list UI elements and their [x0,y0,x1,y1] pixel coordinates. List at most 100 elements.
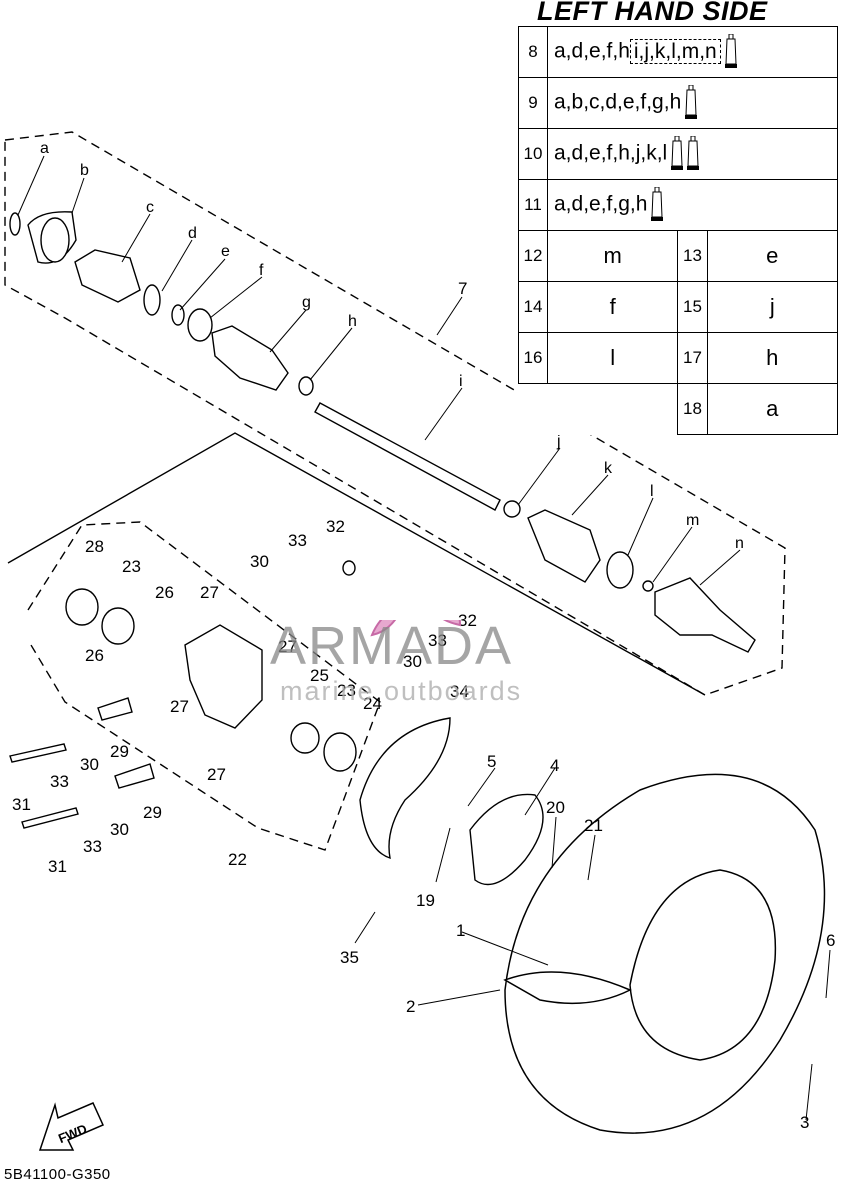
knuckle [184,624,263,729]
callout-23: 23 [122,557,141,576]
knuckle-parts [9,560,544,886]
wheel-assembly [503,773,826,1134]
legend-title: LEFT HAND SIDE [537,0,768,26]
legend-num: 8 [518,26,548,78]
legend-parts: a,b,c,d,e,f,g,h [554,90,682,114]
legend-part: a [706,383,839,435]
grease-tube-icon [651,187,664,221]
legend-part: h [706,332,839,384]
callout-25: 25 [310,666,329,685]
callout-24: 24 [363,694,382,713]
legend-num [519,384,548,435]
watermark-tagline: marine outboards [280,676,523,706]
callout-2: 2 [406,997,415,1016]
callout-7: 7 [458,279,467,298]
driveshaft-kit-outline [4,131,786,696]
callout-30-c: 30 [80,755,99,774]
legend-part: e [706,230,839,282]
callout-4: 4 [550,756,559,775]
letter-a: a [40,140,49,157]
grease-tube-icon [671,136,684,170]
legend-boxed-parts: i,j,k,l,m,n [629,38,721,64]
legend-num: 15 [677,281,708,333]
grease-tube-icon [685,85,698,119]
washer-32 [342,560,356,576]
leader-lines [17,155,831,1121]
letter-j: j [556,433,561,450]
grease-tube-icon [687,136,700,170]
legend-num: 14 [518,281,548,333]
seal-24 [323,732,357,772]
callout-33-b: 33 [428,631,447,650]
circlip-m [642,580,654,592]
letter-k: k [604,460,613,477]
legend-num: 16 [518,332,548,384]
band-f [187,308,213,342]
shaft-i [314,402,501,511]
band-h [298,376,314,396]
legend-num: 9 [518,77,548,129]
legend-parts: a,d,e,f,h,j,k,l [554,141,668,165]
letter-e: e [221,243,230,260]
letter-l: l [650,483,654,500]
band-j [503,500,521,518]
legend-num: 12 [518,230,548,282]
bolt-31a [9,743,67,763]
callout-30-d: 30 [110,820,129,839]
letter-n: n [735,535,744,552]
callout-32: 32 [326,517,345,536]
rim-cutaway [503,971,632,1005]
letter-b: b [80,162,89,179]
callout-22: 22 [228,850,247,869]
outer-joint-c [74,249,141,303]
callout-26: 26 [155,583,174,602]
callout-27: 27 [200,583,219,602]
bolt-31b [21,807,79,829]
fwd-arrow [38,1102,104,1151]
circlip-e [171,304,185,326]
letter-h: h [348,313,357,330]
collar-29a [97,697,133,721]
callout-35: 35 [340,948,359,967]
callout-33-c: 33 [50,772,69,791]
letter-f: f [259,262,264,279]
watermark-logo [370,620,462,637]
letter-m: m [686,512,699,529]
grease-tube-icon [724,34,737,68]
legend-num: 13 [677,230,708,282]
callout-26-b: 26 [85,646,104,665]
legend-num: 17 [677,332,708,384]
callout-6: 6 [826,931,835,950]
callout-23-b: 23 [337,681,356,700]
legend-num: 11 [518,179,548,231]
callout-29-b: 29 [143,803,162,822]
legend-part: l [546,332,679,384]
assembly-outline [7,432,706,696]
letter-g: g [302,294,311,311]
legend-parts-cell: a,d,e,f,h,j,k,l [547,128,838,180]
callout-34: 34 [450,682,469,701]
watermark-brand: ARMADA [270,616,514,676]
bearing-23-b [290,722,320,754]
letter-c: c [146,199,154,216]
boot-k [527,509,601,583]
legend-parts: a,d,e,f,h [554,39,630,63]
circlip-d [143,284,161,316]
legend-part: f [546,281,679,333]
callout-27-c: 27 [170,697,189,716]
boot-g [211,325,289,391]
callout-33: 33 [288,531,307,550]
callout-29: 29 [110,742,129,761]
hub-4 [469,793,544,886]
driveshaft-parts [9,211,756,653]
legend-part: m [546,230,679,282]
drawing-code: 5B41100-G350 [4,1166,111,1183]
callout-30: 30 [250,552,269,571]
legend-parts-cell: a,d,e,f,g,h [547,179,838,231]
